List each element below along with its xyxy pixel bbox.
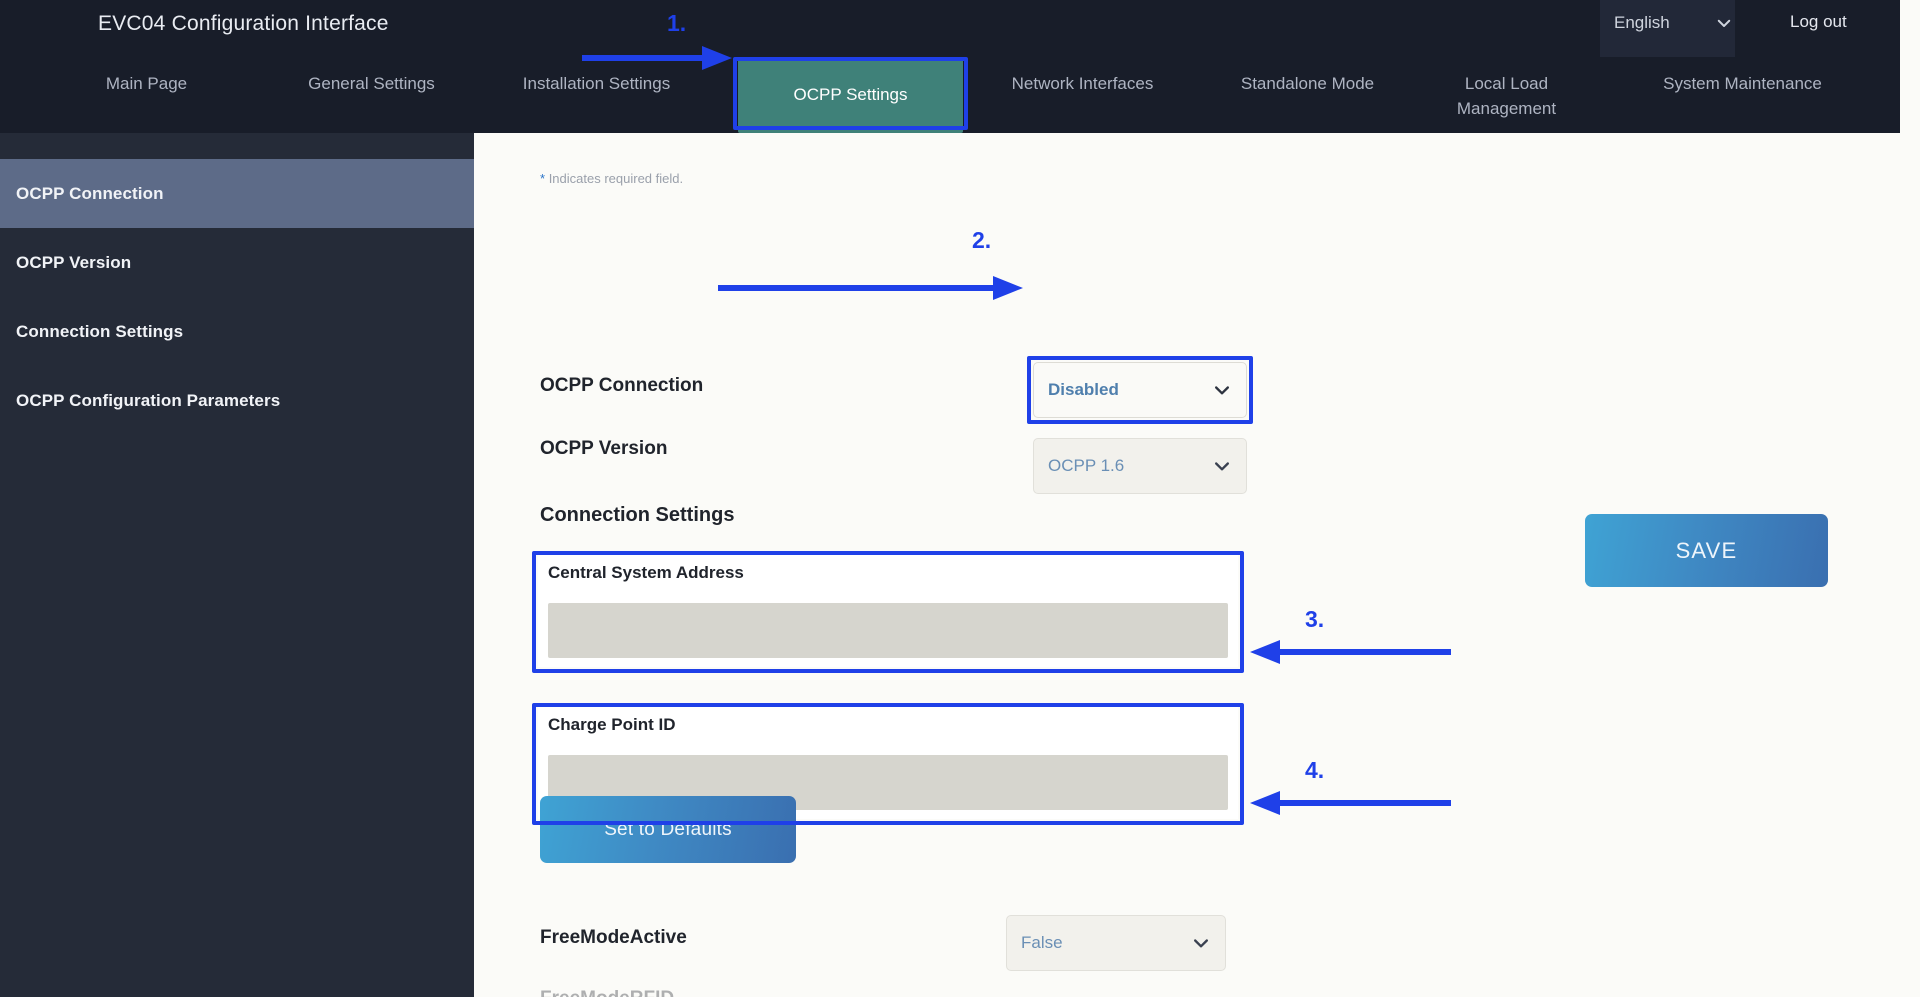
partial-row-label: FreeModeRFID [540,988,674,997]
annotation-arrow-1 [582,46,732,70]
sidebar-item-ocpp-version[interactable]: OCPP Version [16,252,132,272]
central-system-address-field[interactable]: Central System Address [538,555,1238,667]
nav-tab-standalone-mode[interactable]: Standalone Mode [1240,74,1375,93]
sidebar-top-spacer [0,133,474,159]
chevron-down-icon[interactable] [1212,456,1232,476]
save-button[interactable]: SAVE [1585,514,1828,587]
central-system-address-input[interactable] [548,603,1228,658]
free-mode-active-select[interactable]: False [1006,915,1226,971]
main-content: * Indicates required field. OCPP Connect… [478,133,1920,997]
annotation-arrow-2 [718,276,1023,300]
app-title: EVC04 Configuration Interface [98,12,389,35]
ocpp-version-select[interactable]: OCPP 1.6 [1033,438,1247,494]
ocpp-connection-label: OCPP Connection [540,375,704,396]
chevron-down-icon[interactable] [1191,933,1211,953]
ocpp-version-value: OCPP 1.6 [1048,456,1125,475]
ocpp-connection-select[interactable]: Disabled [1033,362,1247,418]
nav-tab-system-maintenance[interactable]: System Maintenance [1663,74,1822,93]
annotation-arrow-4 [1250,791,1451,815]
logout-button[interactable]: Log out [1790,12,1847,31]
required-marker: * [540,171,546,186]
language-selector[interactable] [1600,0,1735,57]
annotation-number-1: 1. [667,10,687,36]
nav-tab-installation-settings[interactable]: Installation Settings [522,74,671,93]
ocpp-connection-value: Disabled [1048,380,1119,399]
charge-point-id-label: Charge Point ID [548,715,676,734]
central-system-address-label: Central System Address [548,563,744,582]
chevron-down-icon[interactable] [1212,380,1232,400]
nav-tab-ocpp-settings[interactable]: OCPP Settings [738,57,963,133]
free-mode-active-value: False [1021,933,1063,952]
nav-tab-network-interfaces[interactable]: Network Interfaces [1011,74,1154,93]
chevron-down-icon[interactable] [1715,14,1733,32]
connection-settings-title: Connection Settings [540,504,735,526]
nav-tab-local-load-management[interactable]: Local Load Management [1456,74,1557,118]
set-to-defaults-button[interactable]: Set to Defaults [540,796,796,863]
nav-tab-general-settings[interactable]: General Settings [308,74,435,93]
sidebar-item-ocpp-connection[interactable]: OCPP Connection [0,159,474,228]
annotation-number-4: 4. [1305,757,1325,783]
required-field-note: * Indicates required field. [540,171,683,186]
free-mode-active-label: FreeModeActive [540,927,687,948]
language-label: English [1614,13,1670,32]
sidebar-item-connection-settings[interactable]: Connection Settings [16,321,184,341]
annotation-number-2: 2. [972,227,992,253]
ocpp-version-label: OCPP Version [540,438,668,459]
nav-tab-main-page[interactable]: Main Page [105,74,188,93]
annotation-number-3: 3. [1305,606,1325,632]
sidebar-item-ocpp-configuration-parameters[interactable]: OCPP Configuration Parameters [16,390,281,410]
annotation-arrow-3 [1250,640,1451,664]
required-note-text: Indicates required field. [548,171,684,186]
